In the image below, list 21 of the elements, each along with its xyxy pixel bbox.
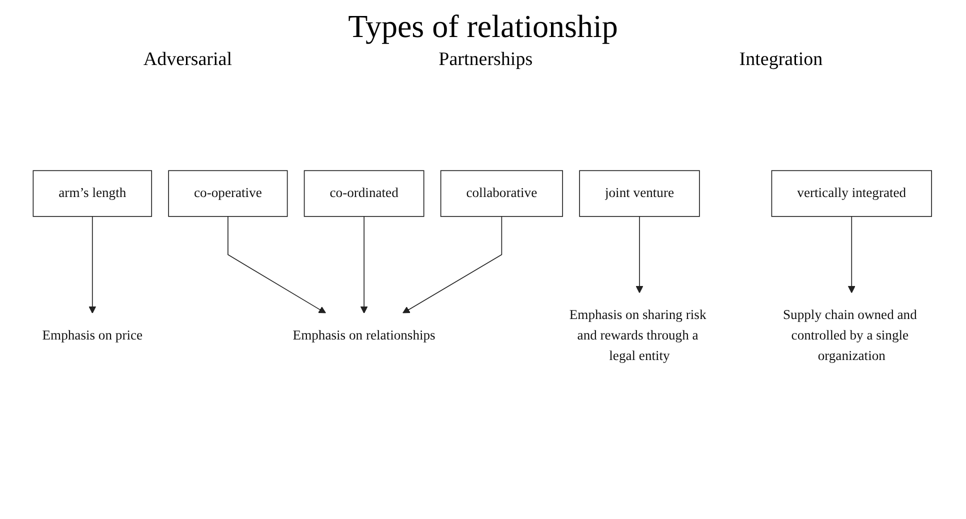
node-box [579,170,700,217]
node-box [304,170,424,217]
node-text: Emphasis on price [42,328,143,343]
node-box [32,170,152,217]
node-box [168,170,288,217]
diagram-title: Types of relationship [347,8,619,45]
arrow [228,216,326,314]
arrow [88,216,96,314]
arrow [848,216,856,294]
node-box [771,170,932,217]
group-label: Integration [739,49,823,71]
group-label: Adversarial [143,49,232,71]
arrow [636,216,644,294]
arrow [402,216,502,314]
relationship-diagram: arm’s length co-operative co-ordinated collaborative joint venture vertically integrated Emphasis on price Emphasis on relationships Emphasis on sharing risk and rewards through a legal entity Supply chain owned and controlled by a single organization [10,75,956,475]
arrow [360,216,368,314]
node-box [440,170,563,217]
node-text: Emphasis on relationships [292,328,436,343]
node-text: Emphasis on sharing risk and rewards through a legal entity [569,308,706,364]
node-text: Supply chain owned and controlled by a single organization [783,308,917,364]
group-label: Partnerships [438,49,533,71]
